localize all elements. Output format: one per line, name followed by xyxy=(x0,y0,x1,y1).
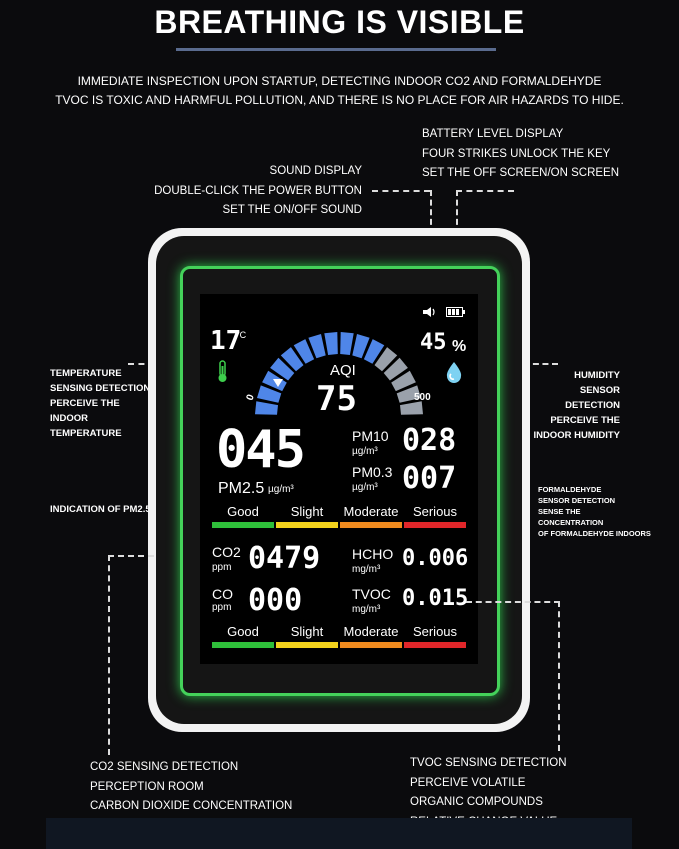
humidity-callout: HUMIDITY SENSOR DETECTION PERCEIVE THE I… xyxy=(533,370,620,441)
aqi-arc-segment xyxy=(363,339,385,364)
temperature-unit: °C xyxy=(236,330,247,340)
co-value: 000 xyxy=(248,583,303,618)
humidity-unit: % xyxy=(452,338,467,355)
speaker-icon xyxy=(423,307,435,317)
pm03-label: PM0.3 xyxy=(352,464,393,480)
humidity-value: 45 xyxy=(420,330,447,355)
co2-label: CO2 xyxy=(212,544,241,560)
formaldehyde-callout: FORMALDEHYDE SENSOR DETECTION SENSE THE … xyxy=(538,485,651,538)
aqi-arc-segment xyxy=(400,401,423,415)
co-unit: ppm xyxy=(212,602,232,613)
aqi-label: AQI xyxy=(330,362,356,379)
page-title: BREATHING IS VISIBLE xyxy=(154,4,525,40)
aqi-arc-segment xyxy=(391,370,416,392)
pm03-value: 007 xyxy=(402,461,457,496)
level-moderate-label: Moderate xyxy=(343,504,399,519)
level-serious-label: Serious xyxy=(412,504,458,519)
co2-callout: CO2 SENSING DETECTION PERCEPTION ROOM CA… xyxy=(90,761,293,812)
intro-text: IMMEDIATE INSPECTION UPON STARTUP, DETEC… xyxy=(55,74,624,107)
level-slight-bar xyxy=(276,522,338,528)
hcho-unit: mg/m³ xyxy=(352,564,381,575)
aqi-arc-segment xyxy=(270,357,295,381)
title-underline xyxy=(176,48,496,51)
level-serious-bar-2 xyxy=(404,642,466,648)
pm25-unit: µg/m³ xyxy=(268,484,294,495)
aqi-arc-segment xyxy=(293,339,315,364)
level-slight-label: Slight xyxy=(290,504,324,519)
temperature-callout: TEMPERATURE SENSING DETECTION PERCEIVE T… xyxy=(50,368,151,439)
water-drop-icon xyxy=(446,362,462,383)
aqi-arc-segment xyxy=(255,401,278,415)
level-moderate-label-2: Moderate xyxy=(343,624,399,639)
aqi-arc-segment xyxy=(280,347,304,372)
hcho-label: HCHO xyxy=(352,546,394,562)
aqi-arc-segment xyxy=(396,385,421,403)
temperature-value: 17 xyxy=(210,326,242,356)
pm25-value: 045 xyxy=(216,420,306,480)
bottom-band xyxy=(46,818,632,849)
tvoc-leader-h xyxy=(466,601,560,603)
device-glow-frame xyxy=(180,266,500,696)
device-screen: 17 °C 45 % AQI 75 0 500 045 PM2.5 µg/m³ … xyxy=(200,294,478,664)
co2-unit: ppm xyxy=(212,562,232,573)
level-moderate-bar xyxy=(340,522,402,528)
co-label: CO xyxy=(212,586,233,602)
tvoc-unit: mg/m³ xyxy=(352,604,381,615)
co2-leader-h xyxy=(108,555,154,557)
aqi-arc-segment xyxy=(324,332,338,355)
level-slight-label-2: Slight xyxy=(290,624,324,639)
sound-callout: SOUND DISPLAY DOUBLE-CLICK THE POWER BUT… xyxy=(154,165,362,216)
aqi-arc-segment xyxy=(352,334,370,359)
tvoc-value: 0.015 xyxy=(402,586,469,611)
hcho-value: 0.006 xyxy=(402,546,469,571)
co2-value: 0479 xyxy=(248,541,321,576)
battery-icon xyxy=(446,307,465,317)
level-serious-bar xyxy=(404,522,466,528)
battery-leader-h xyxy=(456,190,514,192)
pm03-unit: µg/m³ xyxy=(352,482,378,493)
tvoc-leader-v xyxy=(558,601,560,751)
level-serious-label-2: Serious xyxy=(412,624,458,639)
aqi-max-label: 500 xyxy=(414,392,431,403)
aqi-pointer-icon xyxy=(273,379,283,387)
level-good-label: Good xyxy=(227,504,259,519)
level-slight-bar-2 xyxy=(276,642,338,648)
level-good-bar xyxy=(212,522,274,528)
pm25-callout: INDICATION OF PM2.5 xyxy=(50,504,151,515)
pm10-unit: µg/m³ xyxy=(352,446,378,457)
aqi-arc-segment xyxy=(308,334,326,359)
aqi-arc-segment xyxy=(257,385,282,403)
pm10-value: 028 xyxy=(402,423,457,458)
level-good-label-2: Good xyxy=(227,624,259,639)
pm10-label: PM10 xyxy=(352,428,389,444)
level-moderate-bar-2 xyxy=(340,642,402,648)
tvoc-label: TVOC xyxy=(352,586,391,602)
level-good-bar-2 xyxy=(212,642,274,648)
thermometer-icon xyxy=(218,360,227,382)
aqi-arc-segment xyxy=(383,357,408,381)
aqi-arc-segment xyxy=(374,347,398,372)
aqi-value: 75 xyxy=(316,379,357,419)
battery-callout: BATTERY LEVEL DISPLAY FOUR STRIKES UNLOC… xyxy=(422,128,620,179)
sound-leader-h xyxy=(372,190,430,192)
co2-leader-v xyxy=(108,555,110,755)
aqi-arc-segment xyxy=(340,332,354,355)
pm25-label: PM2.5 xyxy=(218,480,265,497)
